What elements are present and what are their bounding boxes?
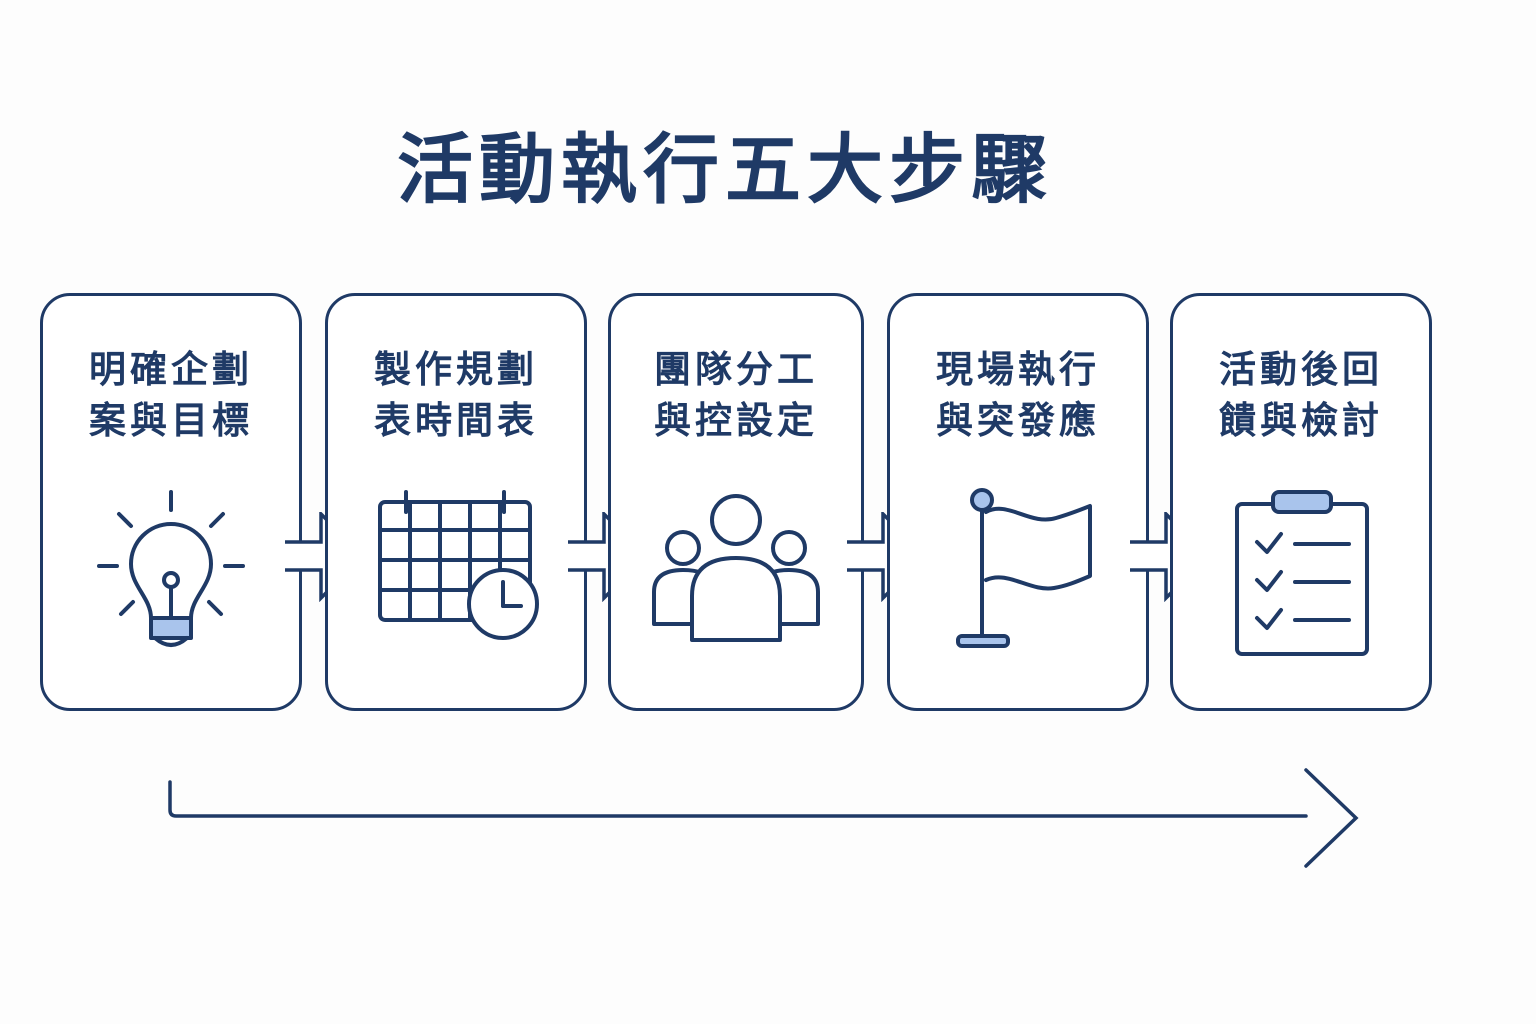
team-icon <box>652 494 820 642</box>
timeline-arrow-icon <box>168 768 1359 868</box>
step-card-4: 現場執行 與突發應 <box>887 293 1149 711</box>
step-label: 製作規劃 表時間表 <box>328 344 584 446</box>
step-label: 團隊分工 與控設定 <box>611 344 861 446</box>
calendar-clock-icon <box>378 490 539 640</box>
step-label-line2: 與控設定 <box>654 399 818 442</box>
diagram-title: 活動執行五大步驟 <box>397 125 1053 214</box>
step-card-1: 明確企劃 案與目標 <box>40 293 302 711</box>
step-label-line2: 饋與檢討 <box>1219 399 1383 442</box>
step-card-2: 製作規劃 表時間表 <box>325 293 587 711</box>
step-label-line2: 案與目標 <box>89 399 253 442</box>
step-label-line1: 團隊分工 <box>654 348 818 391</box>
step-label-line2: 表時間表 <box>374 399 538 442</box>
step-label: 活動後回 饋與檢討 <box>1173 344 1429 446</box>
step-label-line1: 明確企劃 <box>89 348 253 391</box>
checklist-icon <box>1235 490 1369 656</box>
flag-icon <box>956 488 1092 648</box>
step-label-line2: 與突發應 <box>936 399 1100 442</box>
step-card-5: 活動後回 饋與檢討 <box>1170 293 1432 711</box>
step-card-3: 團隊分工 與控設定 <box>608 293 864 711</box>
lightbulb-icon <box>97 490 245 647</box>
step-label: 明確企劃 案與目標 <box>43 344 299 446</box>
step-label-line1: 製作規劃 <box>374 348 538 391</box>
step-label-line1: 活動後回 <box>1219 348 1383 391</box>
step-label-line1: 現場執行 <box>936 348 1100 391</box>
step-label: 現場執行 與突發應 <box>890 344 1146 446</box>
